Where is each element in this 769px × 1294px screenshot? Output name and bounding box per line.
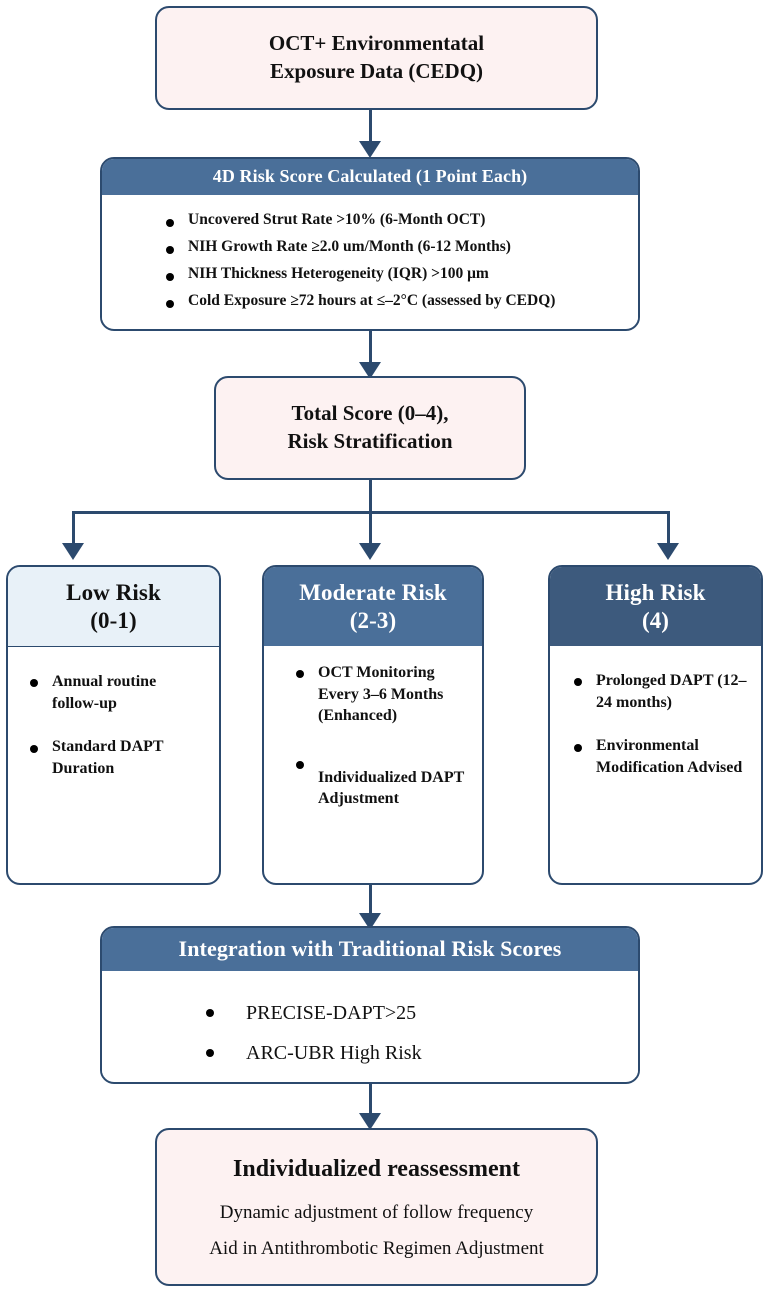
total-score-text: Total Score (0–4), Risk Stratification: [216, 378, 524, 478]
moderate-risk-header: Moderate Risk (2-3): [264, 567, 482, 647]
connector-moderate-to-integration: [369, 885, 372, 922]
high-risk-header-line1: High Risk: [605, 580, 706, 605]
moderate-risk-bullet-list: OCT Monitoring Every 3–6 Months (Enhance…: [292, 662, 470, 810]
low-risk-header: Low Risk (0-1): [8, 567, 219, 648]
list-item: Individualized DAPT Adjustment: [292, 753, 470, 810]
input-data-line2: Exposure Data (CEDQ): [269, 59, 484, 83]
integration-body: PRECISE-DAPT>25 ARC-UBR High Risk: [102, 971, 638, 1077]
moderate-risk-header-line2: (2-3): [349, 608, 397, 634]
low-risk-body: Annual routine follow-up Standard DAPT D…: [8, 647, 219, 790]
arrowhead-input-to-riskscore: [359, 141, 381, 158]
input-data-text: OCT+ Environmentatal Exposure Data (CEDQ…: [157, 8, 596, 108]
arrowhead-riskscore-to-totalscore: [359, 362, 381, 379]
node-low-risk: Low Risk (0-1) Annual routine follow-up …: [6, 565, 221, 885]
connector-branch-high: [667, 511, 670, 551]
arrowhead-integration-to-reassessment: [359, 1113, 381, 1130]
total-score-line1: Total Score (0–4),: [291, 401, 449, 426]
high-risk-header-line2: (4): [641, 608, 670, 634]
list-item: Environmental Modification Advised: [570, 735, 747, 778]
node-input-data: OCT+ Environmentatal Exposure Data (CEDQ…: [155, 6, 598, 110]
list-item: Cold Exposure ≥72 hours at ≤–2°C (assess…: [162, 292, 620, 310]
reassessment-title: Individualized reassessment: [233, 1155, 520, 1182]
moderate-risk-body: OCT Monitoring Every 3–6 Months (Enhance…: [264, 646, 482, 821]
list-item: OCT Monitoring Every 3–6 Months (Enhance…: [292, 662, 470, 727]
total-score-line2: Risk Stratification: [287, 429, 453, 453]
node-integration: Integration with Traditional Risk Scores…: [100, 926, 640, 1084]
reassessment-line1: Dynamic adjustment of follow frequency: [219, 1201, 534, 1223]
node-reassessment: Individualized reassessment Dynamic adju…: [155, 1128, 598, 1286]
risk-score-bullet-list: Uncovered Strut Rate >10% (6-Month OCT) …: [162, 211, 620, 310]
reassessment-text: Individualized reassessment Dynamic adju…: [157, 1130, 596, 1284]
node-moderate-risk: Moderate Risk (2-3) OCT Monitoring Every…: [262, 565, 484, 885]
high-risk-header: High Risk (4): [550, 567, 761, 647]
node-total-score: Total Score (0–4), Risk Stratification: [214, 376, 526, 480]
risk-score-body: Uncovered Strut Rate >10% (6-Month OCT) …: [102, 195, 638, 320]
node-risk-score: 4D Risk Score Calculated (1 Point Each) …: [100, 157, 640, 331]
arrowhead-branch-high: [657, 543, 679, 560]
arrowhead-branch-moderate: [359, 543, 381, 560]
connector-totalscore-stem: [369, 480, 372, 514]
list-item: Prolonged DAPT (12–24 months): [570, 670, 747, 713]
list-item: NIH Growth Rate ≥2.0 um/Month (6-12 Mont…: [162, 238, 620, 256]
integration-header: Integration with Traditional Risk Scores: [102, 928, 638, 971]
list-item: Annual routine follow-up: [26, 671, 205, 714]
risk-score-header: 4D Risk Score Calculated (1 Point Each): [102, 159, 638, 195]
integration-bullet-list: PRECISE-DAPT>25 ARC-UBR High Risk: [202, 999, 620, 1067]
moderate-risk-header-line1: Moderate Risk: [299, 580, 447, 605]
arrowhead-branch-low: [62, 543, 84, 560]
connector-input-to-riskscore: [369, 110, 372, 149]
list-item: PRECISE-DAPT>25: [202, 999, 620, 1027]
list-item: NIH Thickness Heterogeneity (IQR) >100 μ…: [162, 265, 620, 283]
low-risk-bullet-list: Annual routine follow-up Standard DAPT D…: [26, 671, 205, 779]
arrowhead-moderate-to-integration: [359, 913, 381, 930]
connector-branch-low: [72, 511, 75, 551]
high-risk-body: Prolonged DAPT (12–24 months) Environmen…: [550, 646, 761, 789]
list-item: ARC-UBR High Risk: [202, 1039, 620, 1067]
connector-integration-to-reassessment: [369, 1084, 372, 1121]
high-risk-bullet-list: Prolonged DAPT (12–24 months) Environmen…: [570, 670, 747, 778]
list-item: Standard DAPT Duration: [26, 736, 205, 779]
reassessment-line2: Aid in Antithrombotic Regimen Adjustment: [209, 1238, 544, 1259]
connector-branch-moderate: [369, 511, 372, 551]
low-risk-header-line2: (0-1): [90, 608, 137, 634]
connector-riskscore-to-totalscore: [369, 331, 372, 370]
low-risk-header-line1: Low Risk: [66, 580, 161, 605]
list-item: Uncovered Strut Rate >10% (6-Month OCT): [162, 211, 620, 229]
input-data-line1: OCT+ Environmentatal: [268, 31, 485, 56]
node-high-risk: High Risk (4) Prolonged DAPT (12–24 mont…: [548, 565, 763, 885]
